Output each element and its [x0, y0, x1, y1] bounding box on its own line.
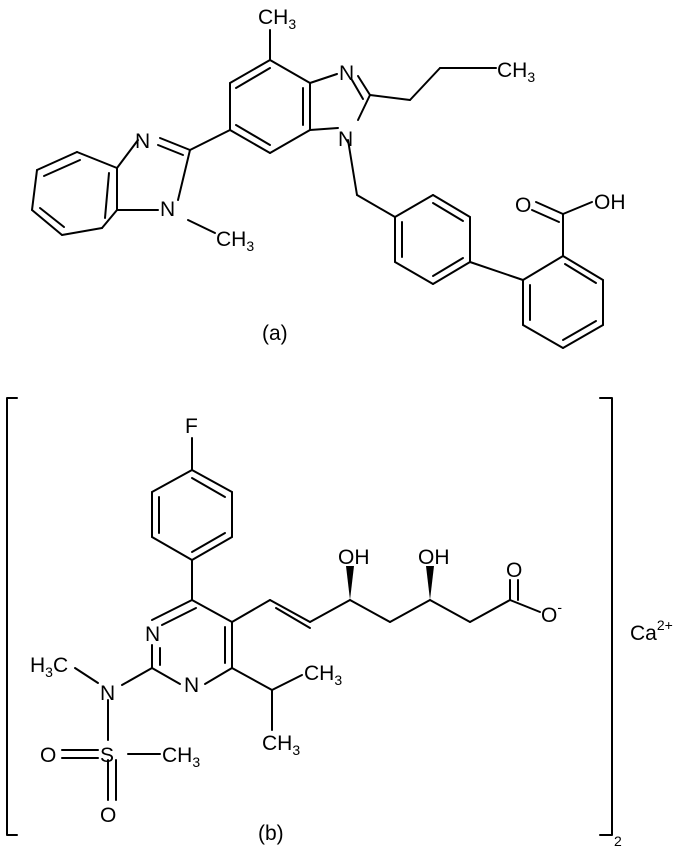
brackets: [6, 397, 613, 836]
n-sulfonamide-label: N: [100, 682, 115, 705]
pyr-n-upper-label: N: [145, 623, 160, 646]
n-benz-top-label: N: [135, 130, 150, 153]
isopropyl-ch3-a-label: CH3: [304, 662, 342, 688]
n-imid-ring-label: N: [338, 128, 353, 151]
structure-b-labels: F OH OH O O- N N N H3C CH3 CH3 S O O CH3…: [30, 415, 673, 849]
n-imid-top-label: N: [339, 62, 354, 85]
caption-b: (b): [258, 822, 284, 845]
oh-right-label: OH: [418, 546, 450, 569]
sulfonyl-o-left-label: O: [40, 744, 56, 767]
oh-left-label: OH: [338, 546, 370, 569]
structure-a-bonds: [31, 29, 604, 349]
sulfonyl-o-bottom-label: O: [100, 804, 116, 827]
caption-a: (a): [262, 322, 288, 345]
counter-ion-label: Ca2+: [630, 617, 673, 645]
ch3-n-methyl-label: CH3: [216, 228, 254, 254]
structure-b-bonds: [61, 437, 541, 801]
isopropyl-ch3-b-label: CH3: [262, 732, 300, 758]
carbonyl-o-label: O: [515, 194, 531, 217]
pyr-n-lower-label: N: [184, 674, 199, 697]
ch3-top-label: CH3: [258, 6, 296, 32]
carboxylate-o-minus-label: O-: [541, 599, 562, 627]
s-ch3-label: CH3: [162, 744, 200, 770]
structure-a-labels: CH3 N CH3 N N N CH3 O OH (a): [135, 6, 626, 345]
structure-a: CH3 N CH3 N N N CH3 O OH (a): [31, 6, 626, 349]
carboxylate-o-top-label: O: [506, 559, 522, 582]
sulfur-label: S: [100, 744, 114, 767]
n-benz-methyl-label: N: [160, 198, 175, 221]
ch3-propyl-label: CH3: [497, 59, 535, 85]
hydroxyl-label: OH: [594, 191, 626, 214]
structure-b: F OH OH O O- N N N H3C CH3 CH3 S O O CH3…: [6, 397, 673, 849]
h3c-label: H3C: [30, 654, 68, 680]
bracket-subscript: 2: [614, 833, 622, 849]
stereo-wedges: [346, 566, 434, 600]
fluorine-label: F: [185, 415, 198, 438]
